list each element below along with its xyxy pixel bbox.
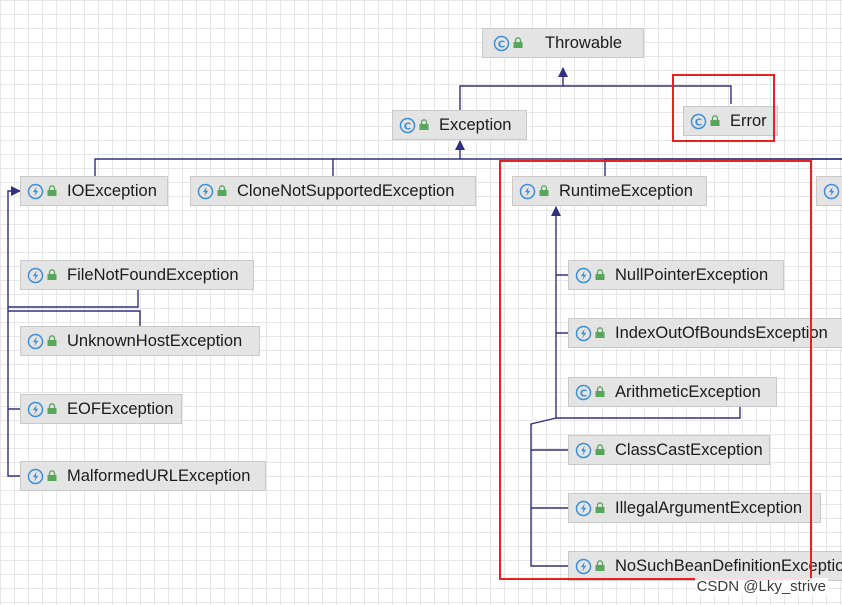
node-ioexception[interactable]: IOException	[20, 176, 168, 206]
exception-class-icon	[575, 325, 592, 341]
lock-icon	[47, 470, 57, 481]
error-highlight-box	[672, 74, 775, 142]
lock-icon	[595, 560, 605, 571]
node-label: UnknownHostException	[67, 331, 243, 350]
node-label: ArithmeticException	[615, 382, 761, 401]
exception-class-icon	[519, 183, 536, 199]
lock-icon	[217, 185, 227, 196]
svg-text:C: C	[404, 121, 411, 132]
edge-arithmetic-runtime	[555, 333, 741, 419]
node-runtimeexception[interactable]: RuntimeException	[512, 176, 707, 206]
node-nosuchbeandefinitionexception[interactable]: NoSuchBeanDefinitionException	[568, 551, 842, 581]
node-label: FileNotFoundException	[67, 265, 239, 284]
lock-icon	[595, 386, 605, 397]
lock-icon	[513, 37, 523, 48]
node-eofexception[interactable]: EOFException	[20, 394, 182, 424]
node-exception[interactable]: C Exception	[392, 110, 527, 140]
node-label: MalformedURLException	[67, 466, 251, 485]
exception-class-icon	[575, 558, 592, 574]
exception-class-icon	[27, 183, 44, 199]
exception-class-icon	[197, 183, 214, 199]
lock-icon	[47, 403, 57, 414]
node-label: RuntimeException	[559, 181, 693, 200]
class-icon: C	[399, 117, 416, 133]
lock-icon	[47, 185, 57, 196]
edge-eof-ioexception	[7, 307, 20, 410]
edge-unknownhost-ioexception	[8, 310, 141, 326]
lock-icon	[595, 444, 605, 455]
node-unknownhostexception[interactable]: UnknownHostException	[20, 326, 260, 356]
node-label: IndexOutOfBoundsException	[615, 323, 828, 342]
node-label: Throwable	[545, 33, 623, 52]
lock-icon	[47, 269, 57, 280]
node-label: Error	[730, 111, 767, 130]
watermark: CSDN @Lky_strive	[694, 578, 828, 595]
lock-icon	[47, 335, 57, 346]
svg-text:C: C	[580, 388, 587, 399]
node-label: NullPointerException	[615, 265, 769, 284]
class-icon: C	[575, 384, 592, 400]
node-illegalargumentexception[interactable]: IllegalArgumentException	[568, 493, 821, 523]
edge-exception-throwable	[459, 67, 568, 110]
lock-icon	[539, 185, 549, 196]
exception-class-icon	[27, 333, 44, 349]
svg-text:C: C	[695, 117, 702, 128]
node-arithmeticexception[interactable]: C ArithmeticException	[568, 377, 777, 407]
edge-classcast-runtime	[530, 417, 568, 451]
node-label: ClassCastException	[615, 440, 763, 459]
exception-class-icon	[27, 267, 44, 283]
lock-icon	[595, 502, 605, 513]
class-icon: C	[493, 35, 510, 51]
runtime-subtree-highlight-box	[499, 160, 812, 580]
node-label: Exception	[439, 115, 512, 134]
node-label: IllegalArgumentException	[615, 498, 803, 517]
svg-text:C: C	[498, 39, 505, 50]
exception-class-icon	[575, 500, 592, 516]
node-indexoutofboundsexception[interactable]: IndexOutOfBoundsException	[568, 318, 842, 348]
exception-class-icon	[575, 442, 592, 458]
edge-error-throwable	[563, 85, 732, 104]
node-nullpointerexception[interactable]: NullPointerException	[568, 260, 784, 290]
exception-class-icon	[575, 267, 592, 283]
edge-nosuchbean-runtime	[530, 508, 568, 567]
exception-class-icon	[823, 183, 840, 199]
node-clonenotsupportedexception[interactable]: CloneNotSupportedException	[190, 176, 476, 206]
lock-icon	[595, 269, 605, 280]
exception-class-icon	[27, 468, 44, 484]
node-filenotfoundexception[interactable]: FileNotFoundException	[20, 260, 254, 290]
lock-icon	[710, 115, 720, 126]
node-throwable[interactable]: C Throwable	[482, 28, 644, 58]
node-offscreen-exception[interactable]	[816, 176, 842, 206]
node-label: NoSuchBeanDefinitionException	[615, 556, 842, 575]
lock-icon	[595, 327, 605, 338]
lock-icon	[419, 119, 429, 130]
node-label: CloneNotSupportedException	[237, 181, 455, 200]
exception-class-icon	[27, 401, 44, 417]
node-error[interactable]: C Error	[683, 106, 778, 136]
edge-ioexception-exception	[94, 140, 465, 176]
node-label: EOFException	[67, 399, 174, 418]
class-icon: C	[690, 113, 707, 129]
node-malformedurlexception[interactable]: MalformedURLException	[20, 461, 266, 491]
edge-malformedurl-ioexception	[7, 409, 20, 477]
node-label: IOException	[67, 181, 157, 200]
node-classcastexception[interactable]: ClassCastException	[568, 435, 770, 465]
